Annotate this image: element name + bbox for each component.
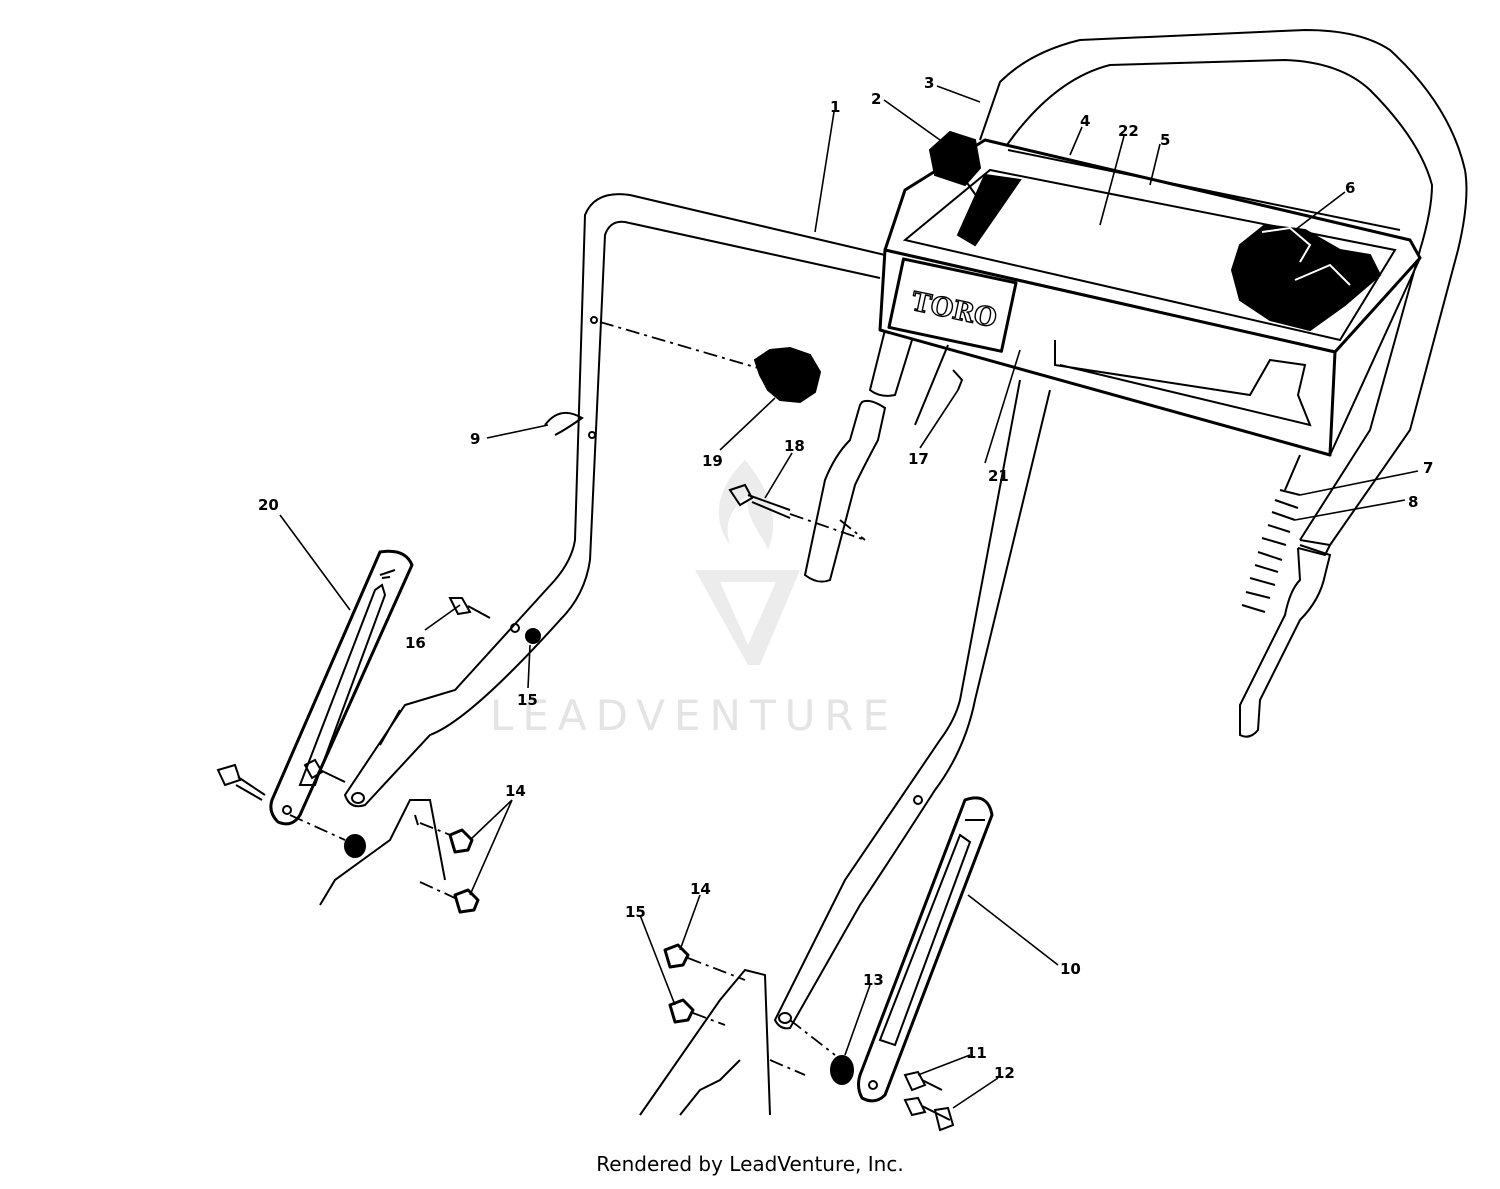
callout-17: 17 xyxy=(908,450,929,468)
lower-handle-left xyxy=(343,193,886,808)
callouts: 1 2 3 4 22 5 6 7 8 9 19 18 17 21 20 16 1… xyxy=(258,74,1433,1082)
callout-1: 1 xyxy=(830,98,840,116)
watermark-v-icon xyxy=(695,570,800,665)
bracket-20 xyxy=(269,549,414,826)
callout-19: 19 xyxy=(702,452,723,470)
callout-4: 4 xyxy=(1080,112,1090,130)
callout-9: 9 xyxy=(470,430,480,448)
spring-8 xyxy=(1241,454,1301,613)
knob-19 xyxy=(599,321,822,404)
callout-2: 2 xyxy=(871,90,881,108)
watermark: LEADVENTURE xyxy=(490,460,898,740)
handle-tube-mid xyxy=(803,329,913,583)
footer-credit: Rendered by LeadVenture, Inc. xyxy=(596,1152,904,1176)
callout-14-right: 14 xyxy=(690,880,711,898)
right-hardware xyxy=(639,943,955,1132)
lower-handle-right xyxy=(773,379,1051,1030)
callout-21: 21 xyxy=(988,467,1009,485)
handle-tube-right xyxy=(1239,544,1332,738)
callout-22: 22 xyxy=(1118,122,1139,140)
brand-plate xyxy=(887,257,1018,353)
callout-8: 8 xyxy=(1408,493,1418,511)
callout-18: 18 xyxy=(784,437,805,455)
watermark-text: LEADVENTURE xyxy=(490,691,898,740)
callout-11: 11 xyxy=(966,1044,987,1062)
callout-13: 13 xyxy=(863,971,884,989)
leader-lines xyxy=(279,85,1419,1109)
callout-14-left: 14 xyxy=(505,782,526,800)
bracket-10 xyxy=(857,796,994,1103)
cable-17 xyxy=(914,344,964,426)
callout-15-left: 15 xyxy=(517,691,538,709)
callout-12: 12 xyxy=(994,1064,1015,1082)
callout-10: 10 xyxy=(1060,960,1081,978)
lever-knob-left xyxy=(928,130,991,216)
left-hardware xyxy=(216,597,541,914)
callout-15-right: 15 xyxy=(625,903,646,921)
lever-knob-right xyxy=(1230,223,1382,332)
callout-7: 7 xyxy=(1423,459,1433,477)
cable-clip xyxy=(544,316,598,439)
upper-handle xyxy=(979,28,1468,557)
callout-20: 20 xyxy=(258,496,279,514)
watermark-flame-icon xyxy=(718,460,774,550)
callout-16: 16 xyxy=(405,634,426,652)
callout-6: 6 xyxy=(1345,179,1355,197)
callout-3: 3 xyxy=(924,74,934,92)
bolt-18 xyxy=(728,483,866,541)
callout-5: 5 xyxy=(1160,131,1170,149)
